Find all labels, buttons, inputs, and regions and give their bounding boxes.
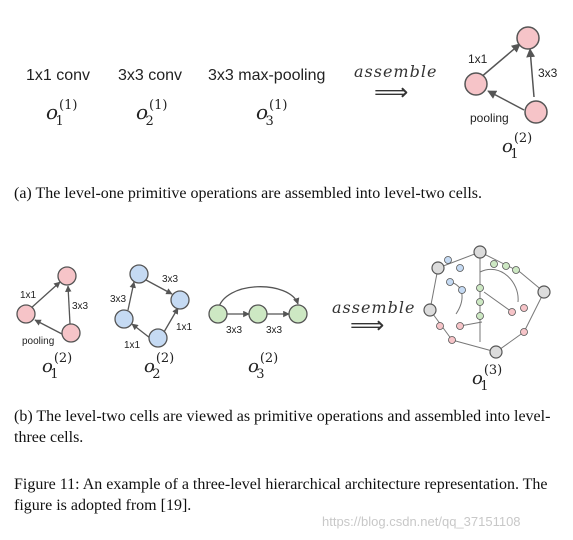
cell-symbol-a: o(2)1 xyxy=(502,131,533,162)
svg-text:3x3: 3x3 xyxy=(266,325,283,336)
double-arrow-icon: ⟹ xyxy=(350,311,385,339)
node-left xyxy=(464,72,488,96)
svg-text:3x3: 3x3 xyxy=(162,274,179,285)
op-symbol-2: o(1)2 xyxy=(136,98,168,129)
edge-label-1x1: 1x1 xyxy=(468,52,488,66)
op-label-3x3-maxpool: 3x3 max-pooling xyxy=(208,67,326,84)
assemble-label-a: assemble xyxy=(354,62,438,81)
level-three-cell xyxy=(423,245,551,359)
edge-3x3 xyxy=(526,48,536,98)
cell-symbol-level-three: o(3)1 xyxy=(472,363,503,394)
double-arrow-icon: ⟹ xyxy=(374,78,409,106)
edge-pooling xyxy=(487,90,525,111)
level-two-cell-b3: 3x3 3x3 xyxy=(208,286,308,336)
node-top xyxy=(516,26,540,50)
svg-text:3x3: 3x3 xyxy=(226,325,243,336)
caption-b: (b) The level-two cells are viewed as pr… xyxy=(14,408,551,446)
node-right xyxy=(524,100,548,124)
svg-text:1x1: 1x1 xyxy=(124,340,141,350)
svg-text:1x1: 1x1 xyxy=(176,322,193,333)
svg-text:1x1: 1x1 xyxy=(20,290,37,301)
svg-text:3x3: 3x3 xyxy=(110,294,127,305)
op-symbol-1: o(1)1 xyxy=(46,98,78,129)
watermark: https://blog.csdn.net/qq_37151108 xyxy=(322,514,521,529)
op-symbol-3: o(1)3 xyxy=(256,98,288,129)
caption-a: (a) The level-one primitive operations a… xyxy=(14,185,482,202)
assemble-label-b: assemble xyxy=(332,298,416,317)
level-two-cell-b2: 3x3 3x3 1x1 1x1 xyxy=(110,264,193,350)
svg-text:pooling: pooling xyxy=(22,336,54,347)
edge-1x1 xyxy=(479,43,521,79)
op-label-3x3-conv: 3x3 conv xyxy=(118,67,183,84)
op-label-1x1-conv: 1x1 conv xyxy=(26,67,91,84)
figure-caption: Figure 11: An example of a three-level h… xyxy=(14,476,548,514)
cell-symbol-b2: o(2)2 xyxy=(144,351,175,382)
level-two-cell-b1: 1x1 3x3 pooling xyxy=(16,266,89,347)
cell-symbol-b1: o(2)1 xyxy=(42,351,73,382)
cell-symbol-b3: o(2)3 xyxy=(248,351,279,382)
level-two-cell-a: 1x1 3x3 pooling xyxy=(464,26,558,125)
edge-label-pooling: pooling xyxy=(470,111,509,125)
svg-text:3x3: 3x3 xyxy=(72,301,89,312)
edge-label-3x3: 3x3 xyxy=(538,66,558,80)
